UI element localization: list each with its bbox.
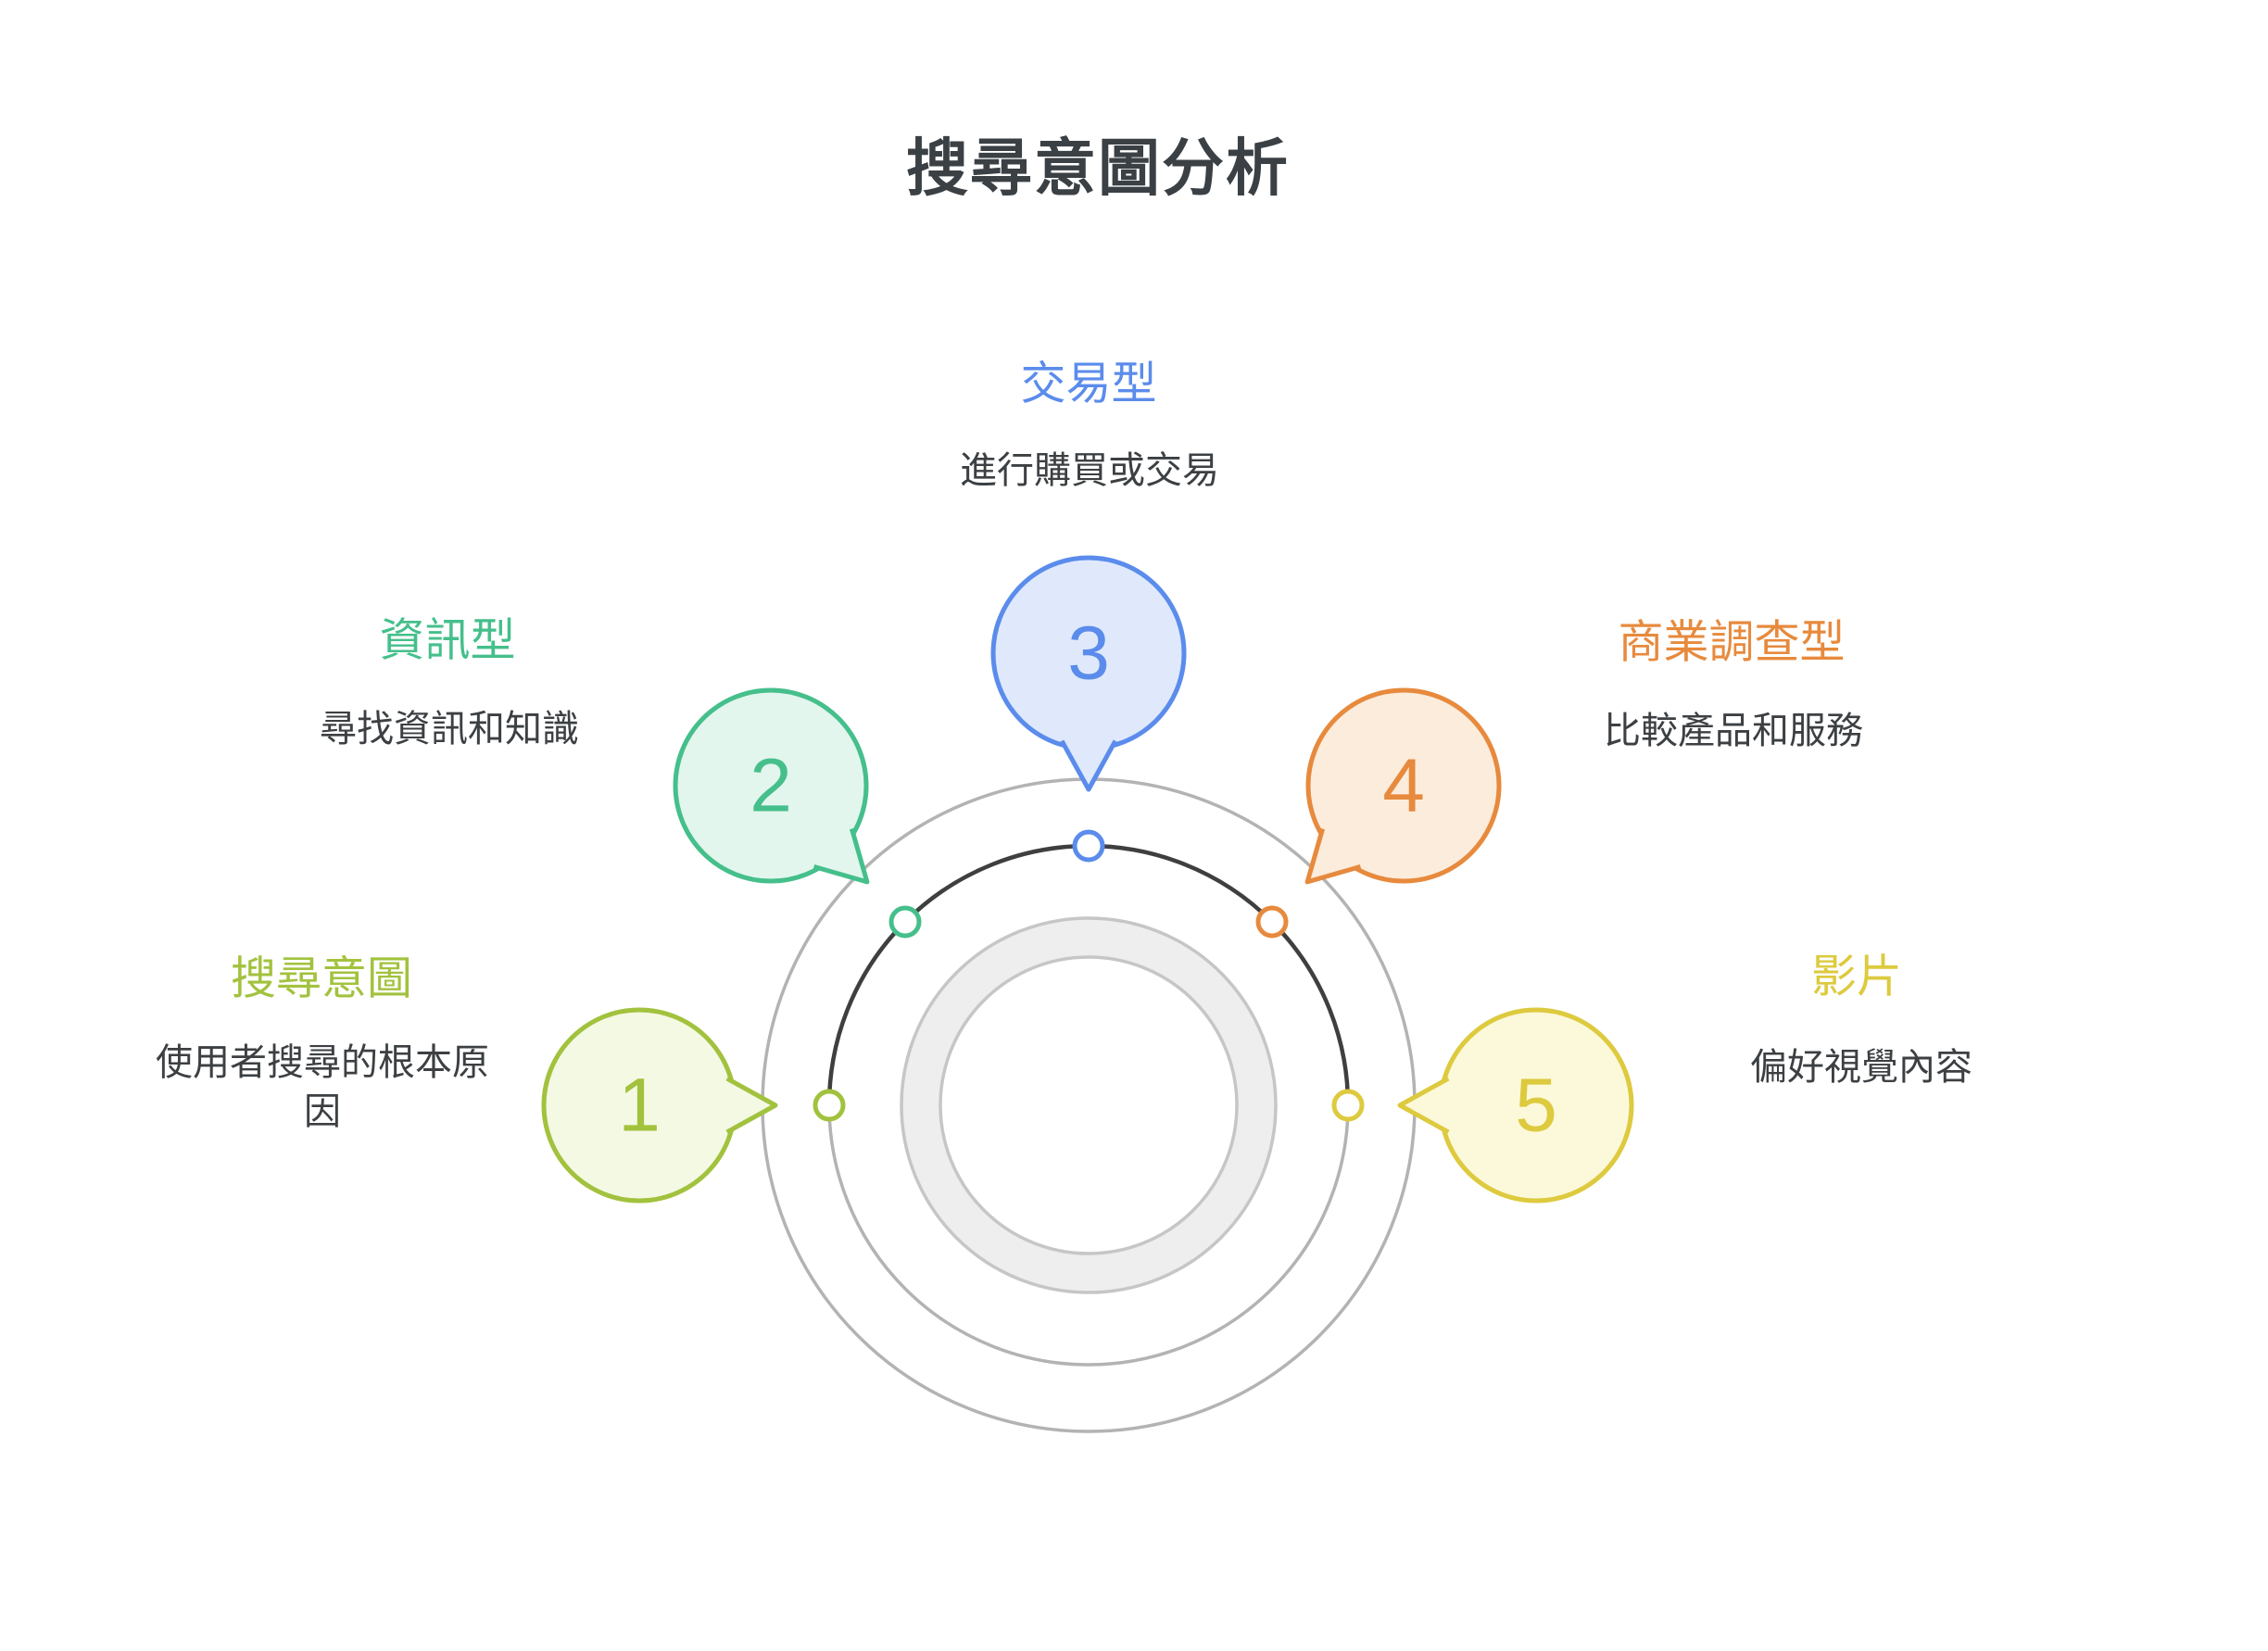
bubble-tail-3 bbox=[1059, 739, 1118, 792]
bubble-tail-5 bbox=[1397, 1076, 1450, 1135]
bubble-number-3: 3 bbox=[1067, 611, 1110, 696]
bubble-number-2: 2 bbox=[750, 744, 792, 828]
category-desc-commercial: 比較產品和服務 bbox=[1604, 711, 1863, 751]
inner-band bbox=[901, 918, 1276, 1292]
ring-dot-2 bbox=[888, 905, 922, 939]
bubble-number-5: 5 bbox=[1515, 1064, 1557, 1148]
bubble-tail-2 bbox=[813, 827, 870, 885]
inner-band-outer-edge bbox=[900, 916, 1278, 1294]
inner-band-inner-edge bbox=[939, 955, 1239, 1255]
ring-dot-4 bbox=[1255, 905, 1289, 939]
category-label-informational: 資訊型 bbox=[379, 615, 516, 666]
category-desc-search-intent: 使用者搜尋的根本原因 bbox=[156, 1042, 489, 1132]
bubble-tail-1 bbox=[725, 1076, 778, 1135]
category-desc-video: 偏好視覺內容 bbox=[1750, 1047, 1972, 1088]
page-title: 搜尋意圖分析 bbox=[906, 133, 1290, 204]
category-label-video: 影片 bbox=[1810, 952, 1903, 1002]
bubble-number-4: 4 bbox=[1382, 744, 1425, 828]
bubble-number-1: 1 bbox=[618, 1064, 661, 1148]
bubble-4 bbox=[1305, 687, 1502, 884]
category-label-search-intent: 搜尋意圖 bbox=[230, 953, 413, 1004]
category-desc-informational: 尋找資訊和知識 bbox=[320, 709, 579, 750]
ring-dot-1 bbox=[813, 1089, 846, 1122]
category-label-transactional: 交易型 bbox=[1020, 359, 1157, 410]
ring-dot-5 bbox=[1331, 1089, 1365, 1122]
bubble-2 bbox=[673, 687, 869, 884]
category-desc-transactional: 進行購買或交易 bbox=[960, 450, 1219, 491]
ring-dot-3 bbox=[1072, 829, 1105, 863]
bubble-tail-4 bbox=[1304, 827, 1362, 885]
category-label-commercial: 商業調查型 bbox=[1618, 617, 1846, 668]
